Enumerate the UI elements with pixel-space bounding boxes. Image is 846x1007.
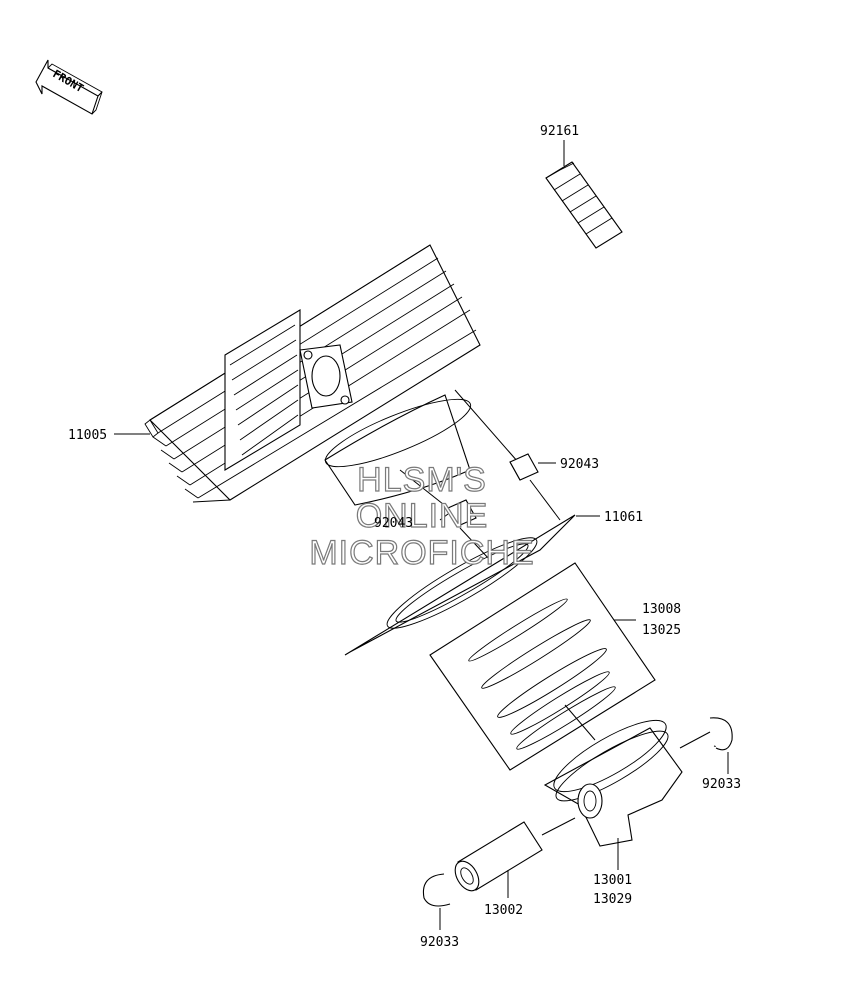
part-number-13008[interactable]: 13008	[642, 602, 681, 617]
part-number-11061[interactable]: 11061	[604, 510, 643, 525]
part-number-92033-right[interactable]: 92033	[702, 777, 741, 792]
watermark: HLSM'S ONLINE MICROFICHE	[309, 460, 535, 572]
part-number-92043-lower[interactable]: 92043	[374, 516, 413, 531]
watermark-line-3: MICROFICHE	[309, 534, 534, 572]
watermark-line-1: HLSM'S	[357, 461, 487, 499]
cylinder-gasket	[344, 514, 600, 656]
cylinder	[114, 244, 519, 506]
piston	[543, 719, 683, 870]
part-number-92161[interactable]: 92161	[540, 124, 579, 139]
front-arrow-icon: FRONT	[35, 59, 103, 115]
part-number-11005[interactable]: 11005	[68, 428, 107, 443]
cylinder-stud-block	[545, 140, 623, 249]
watermark-line-2: ONLINE	[356, 497, 489, 535]
part-number-13029[interactable]: 13029	[593, 892, 632, 907]
part-number-13002[interactable]: 13002	[484, 903, 523, 918]
part-number-92033-left[interactable]: 92033	[420, 935, 459, 950]
piston-pin	[454, 817, 576, 898]
dowel-pin-upper	[509, 453, 561, 521]
piston-ring-set	[429, 562, 656, 771]
piston-circlip-left	[422, 873, 451, 930]
piston-circlip-right	[679, 717, 733, 774]
dowel-pin-lower	[399, 469, 491, 561]
part-number-13001[interactable]: 13001	[593, 873, 632, 888]
part-number-13025[interactable]: 13025	[642, 623, 681, 638]
part-number-92043-upper[interactable]: 92043	[560, 457, 599, 472]
